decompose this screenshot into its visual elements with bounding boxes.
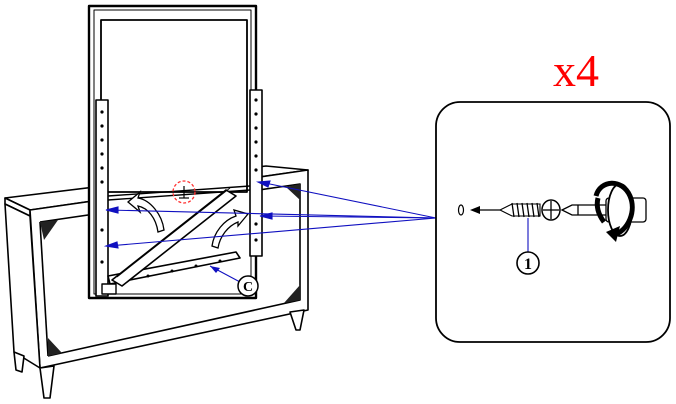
corner-brace [48, 338, 62, 356]
mirror-support-right [249, 89, 263, 257]
part-1-label: 1 [524, 256, 532, 273]
pilot-hole [457, 204, 465, 216]
leader-lines [103, 180, 437, 249]
rotate-arrow-icon [211, 209, 250, 249]
quantity-label: x4 [553, 45, 599, 96]
detail-box-frame [435, 101, 671, 343]
corner-brace [40, 220, 58, 240]
screw-icon [498, 199, 561, 221]
mirror-bottom-rail [107, 251, 241, 285]
detail-box: 1 [435, 101, 671, 343]
mark-circle [172, 180, 196, 204]
corner-brace [284, 285, 300, 303]
part-1-callout: 1 [516, 218, 540, 275]
mirror-support-left [95, 99, 109, 297]
direction-arrow [470, 206, 500, 214]
mirror-glass [100, 19, 248, 193]
mirror-diagonal-brace [111, 189, 237, 287]
dresser-leg [289, 309, 305, 331]
rotate-clockwise-icon [593, 180, 635, 242]
part-c-label: C [243, 280, 253, 295]
dresser-leg [13, 351, 25, 373]
screw-holes [100, 98, 258, 278]
rotate-arrow-icon [126, 190, 165, 233]
mirror [87, 4, 263, 300]
dresser-leg [39, 365, 55, 399]
part-c-callout: C [209, 265, 259, 297]
